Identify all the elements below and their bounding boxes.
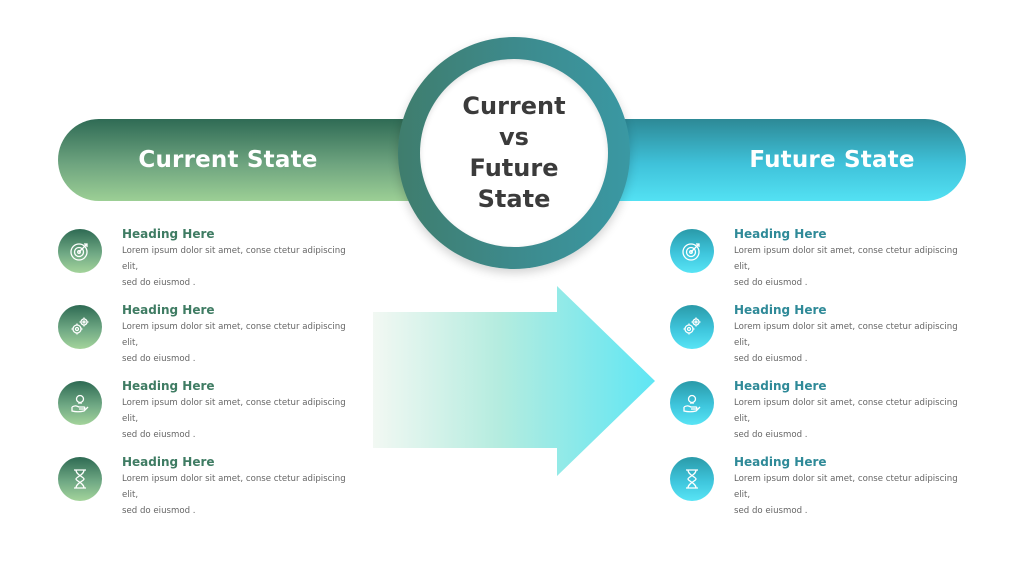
hand-idea-icon: [58, 381, 102, 425]
item-body: Lorem ipsum dolor sit amet, conse ctetur…: [734, 395, 974, 443]
item-body-line: sed do eiusmod .: [122, 430, 196, 440]
transition-arrow-icon: [373, 286, 655, 476]
item-heading: Heading Here: [122, 227, 215, 241]
center-title-line: State: [477, 185, 551, 213]
item-body-line: Lorem ipsum dolor sit amet, conse ctetur…: [122, 322, 346, 348]
item-heading: Heading Here: [734, 227, 827, 241]
item-heading: Heading Here: [734, 379, 827, 393]
item-body-line: Lorem ipsum dolor sit amet, conse ctetur…: [122, 474, 346, 500]
target-icon: [58, 229, 102, 273]
item-body: Lorem ipsum dolor sit amet, conse ctetur…: [122, 471, 362, 519]
current-state-title: Current State: [138, 147, 318, 173]
item-body: Lorem ipsum dolor sit amet, conse ctetur…: [734, 471, 974, 519]
center-title-line: Future: [469, 154, 559, 182]
target-icon: [670, 229, 714, 273]
item-body-line: sed do eiusmod .: [734, 430, 808, 440]
item-body: Lorem ipsum dolor sit amet, conse ctetur…: [122, 395, 362, 443]
future-state-title: Future State: [749, 147, 915, 173]
item-body-line: Lorem ipsum dolor sit amet, conse ctetur…: [734, 474, 958, 500]
item-heading: Heading Here: [122, 303, 215, 317]
hourglass-icon: [670, 457, 714, 501]
item-body: Lorem ipsum dolor sit amet, conse ctetur…: [122, 243, 362, 291]
item-body-line: sed do eiusmod .: [122, 354, 196, 364]
item-heading: Heading Here: [122, 379, 215, 393]
center-ring: Current vs Future State: [398, 37, 630, 269]
item-body-line: sed do eiusmod .: [122, 278, 196, 288]
item-body: Lorem ipsum dolor sit amet, conse ctetur…: [734, 243, 974, 291]
item-body-line: Lorem ipsum dolor sit amet, conse ctetur…: [734, 246, 958, 272]
item-body-line: Lorem ipsum dolor sit amet, conse ctetur…: [734, 322, 958, 348]
item-body-line: sed do eiusmod .: [122, 506, 196, 516]
gears-icon: [670, 305, 714, 349]
item-heading: Heading Here: [122, 455, 215, 469]
item-heading: Heading Here: [734, 303, 827, 317]
hourglass-icon: [58, 457, 102, 501]
item-heading: Heading Here: [734, 455, 827, 469]
item-body-line: sed do eiusmod .: [734, 278, 808, 288]
item-body-line: Lorem ipsum dolor sit amet, conse ctetur…: [734, 398, 958, 424]
item-body-line: sed do eiusmod .: [734, 506, 808, 516]
center-title-line: Current: [462, 92, 566, 120]
hand-idea-icon: [670, 381, 714, 425]
item-body-line: sed do eiusmod .: [734, 354, 808, 364]
center-title-line: vs: [499, 123, 529, 151]
item-body: Lorem ipsum dolor sit amet, conse ctetur…: [122, 319, 362, 367]
center-circle: Current vs Future State: [420, 59, 608, 247]
item-body-line: Lorem ipsum dolor sit amet, conse ctetur…: [122, 398, 346, 424]
gears-icon: [58, 305, 102, 349]
item-body: Lorem ipsum dolor sit amet, conse ctetur…: [734, 319, 974, 367]
item-body-line: Lorem ipsum dolor sit amet, conse ctetur…: [122, 246, 346, 272]
